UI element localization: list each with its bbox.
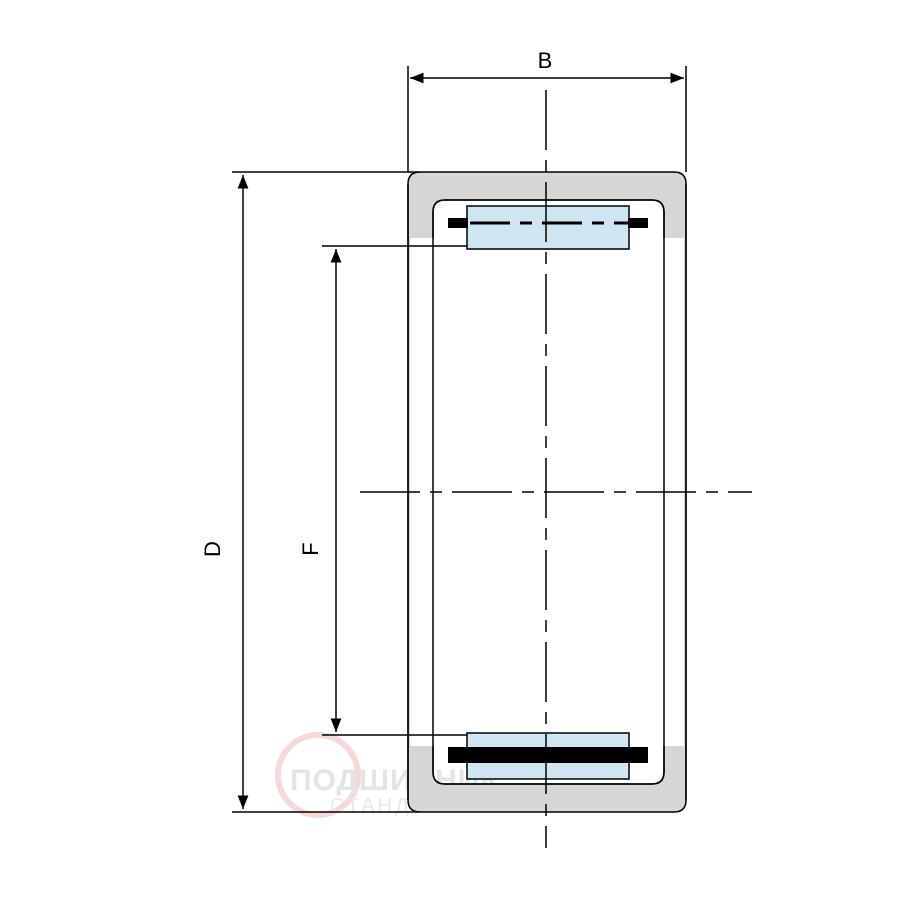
roller-top — [448, 205, 648, 250]
dimension-b-label: B — [538, 48, 553, 73]
roller-bottom — [448, 732, 648, 780]
dimension-d-label: D — [200, 541, 225, 557]
dimension-f-label: F — [298, 542, 323, 555]
dimension-f: F — [298, 245, 467, 736]
dimension-d: D — [200, 171, 420, 813]
watermark-logo-icon — [275, 732, 361, 818]
dimension-b: B — [407, 48, 687, 172]
center-lines — [360, 90, 752, 848]
